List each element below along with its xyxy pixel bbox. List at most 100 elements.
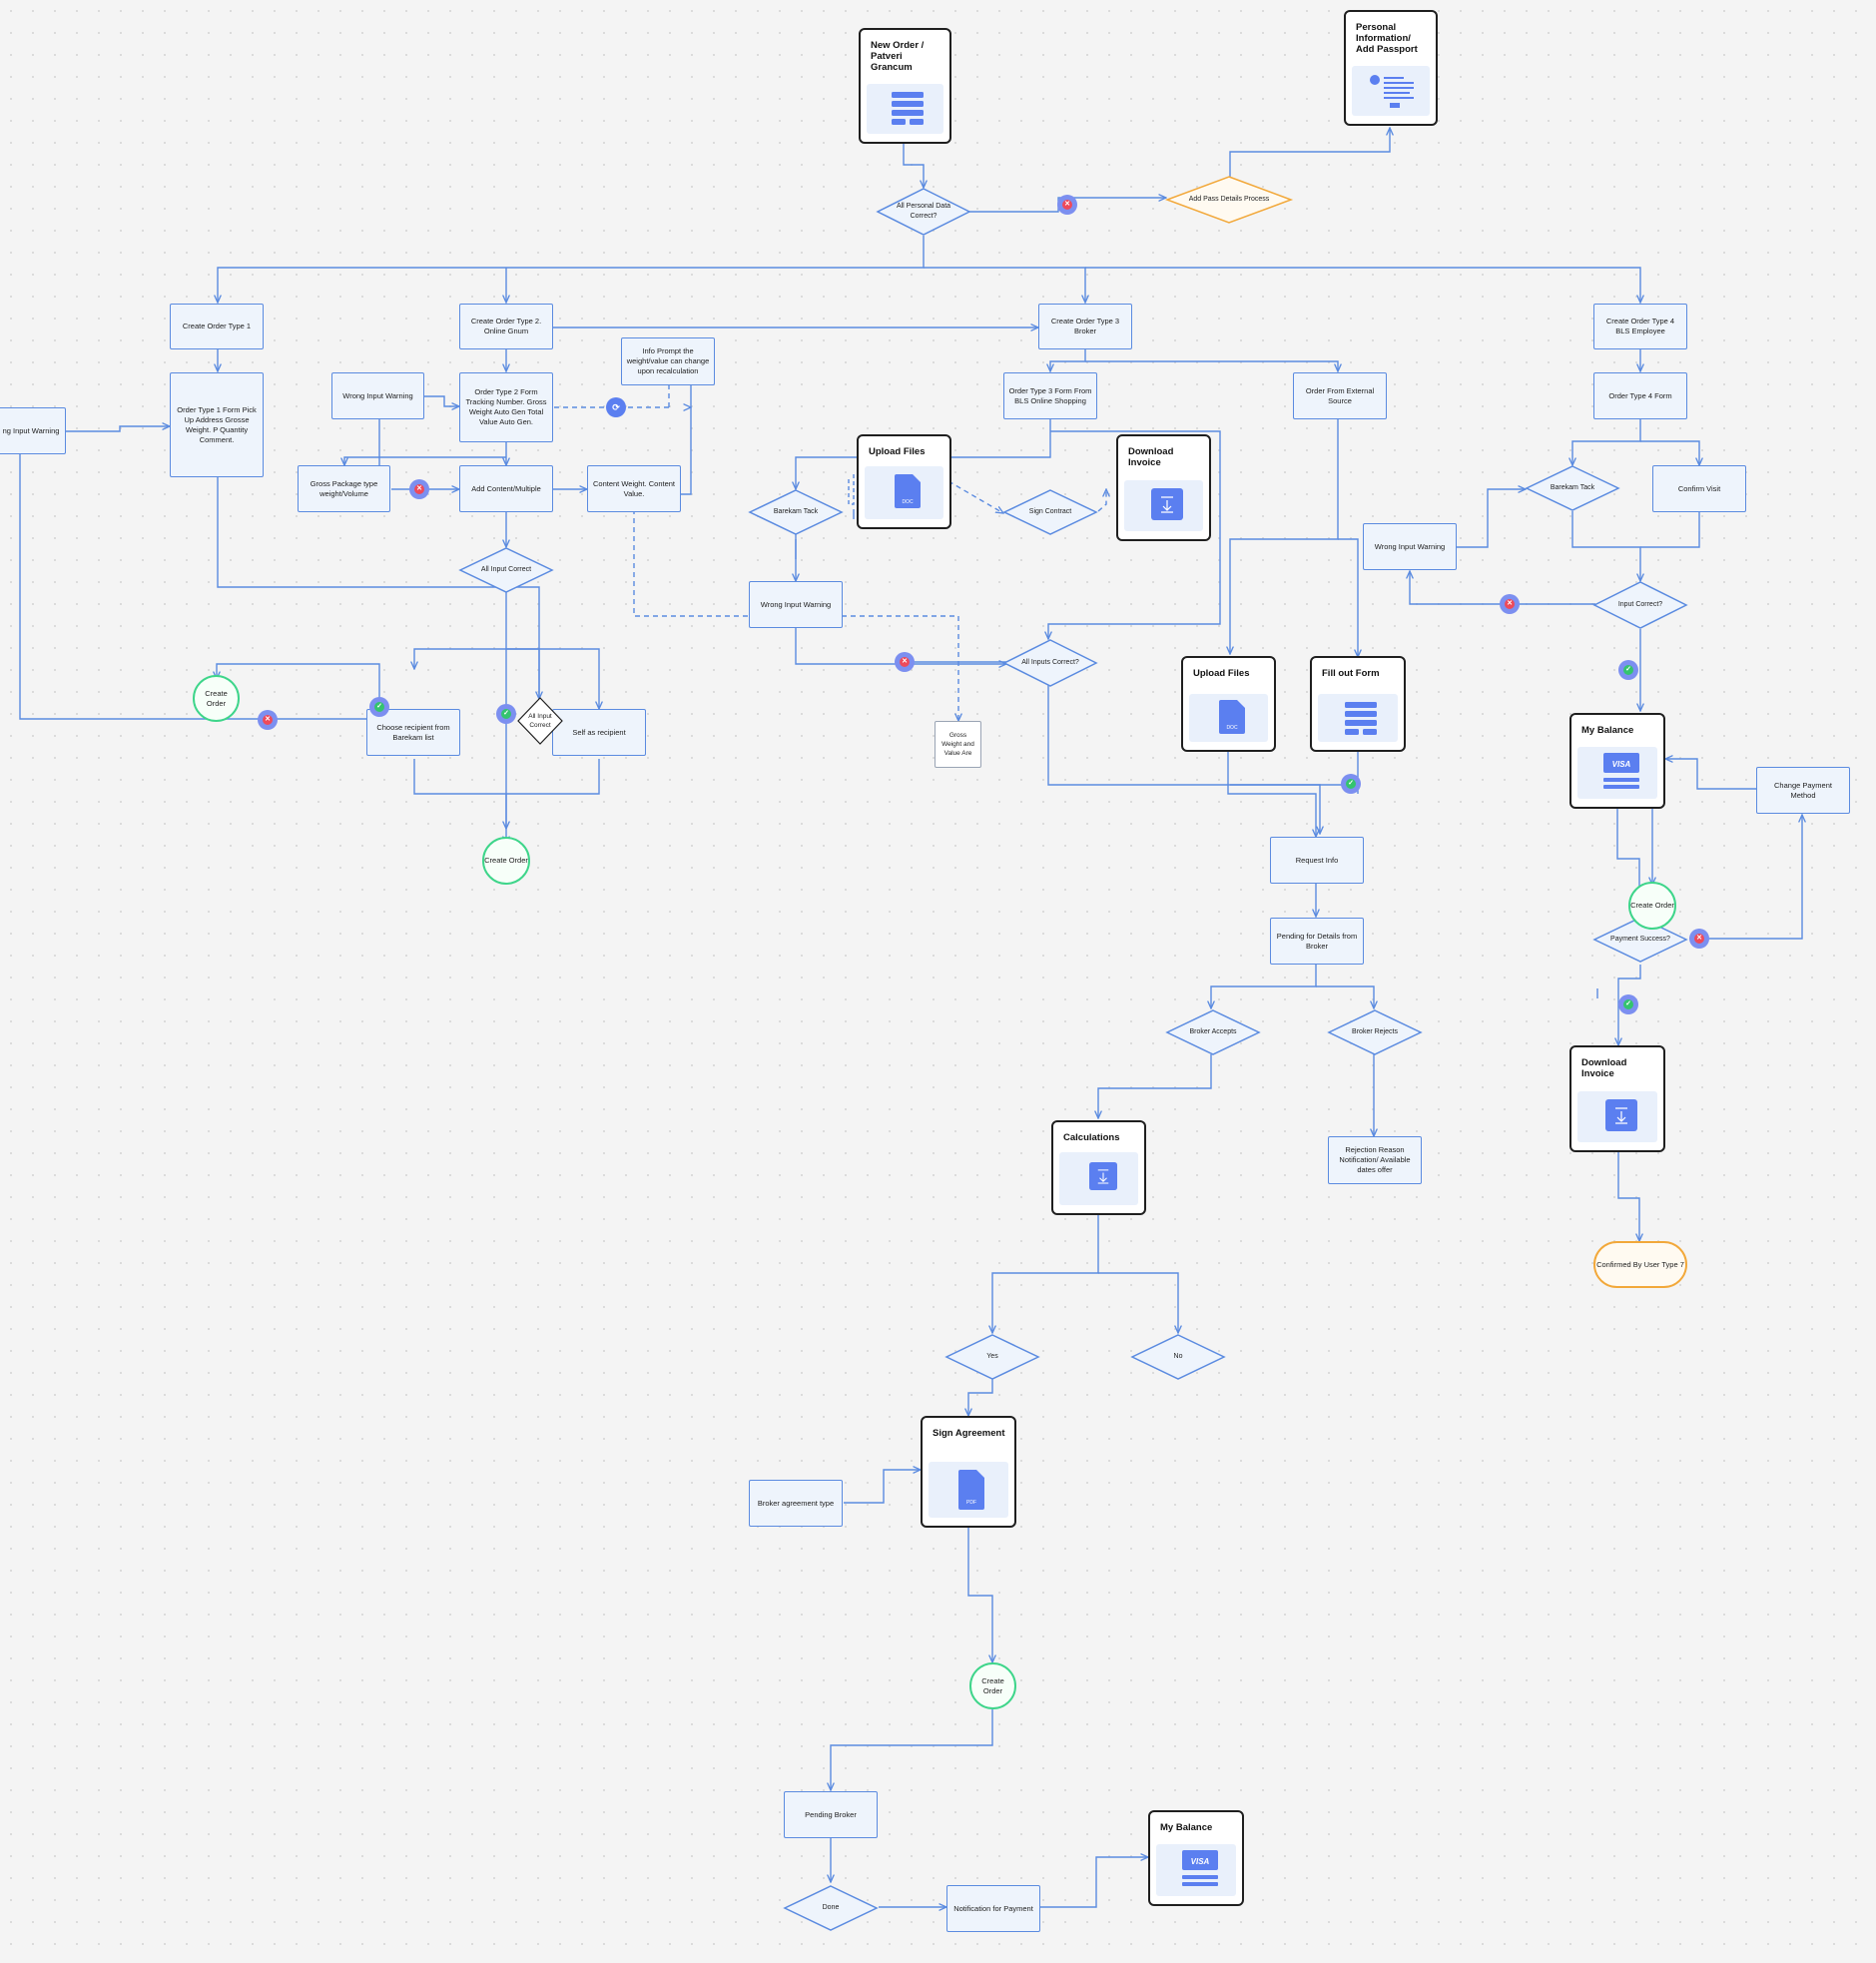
decision-label: All Input Correct — [480, 566, 532, 573]
card-preview — [1577, 1091, 1657, 1142]
card-upload-files-1[interactable]: Upload Files DOC — [857, 434, 951, 529]
gross-weight-note: Gross Weight and Value Are — [935, 721, 981, 768]
confirmed-by-user-terminal[interactable]: Confirmed By User Type 7 — [1593, 1241, 1687, 1288]
info-prompt: Info Prompt the weight/value can change … — [621, 337, 715, 385]
create-order-type-2[interactable]: Create Order Type 2. Online Gnum — [459, 304, 553, 349]
pdf-file-icon: PDF — [958, 1470, 984, 1510]
create-order-type-3[interactable]: Create Order Type 3 Broker — [1038, 304, 1132, 349]
card-upload-files-2[interactable]: Upload Files DOC — [1181, 656, 1276, 752]
card-my-balance-1[interactable]: My Balance VISA — [1569, 713, 1665, 809]
gross-package-type[interactable]: Gross Package type weight/Volume — [298, 465, 390, 512]
card-fill-out-form[interactable]: Fill out Form — [1310, 656, 1406, 752]
check-icon: ✓ — [1618, 660, 1638, 680]
decision-all-input-correct[interactable]: All Input Correct — [458, 547, 554, 593]
create-order-type-4[interactable]: Create Order Type 4 BLS Employee — [1593, 304, 1687, 349]
diamond-shape — [1592, 917, 1688, 963]
decision-all-inputs-correct[interactable]: All Inputs Correct? — [1002, 639, 1098, 687]
card-download-invoice-2[interactable]: Download Invoice — [1569, 1045, 1665, 1152]
card-new-order[interactable]: New Order / Patveri Grancum — [859, 28, 951, 144]
card-title: New Order / Patveri Grancum — [871, 40, 925, 73]
card-personal-info[interactable]: Personal Information/ Add Passport — [1344, 10, 1438, 126]
change-payment-method[interactable]: Change Payment Method — [1756, 767, 1850, 814]
order-type-2-form[interactable]: Order Type 2 Form Tracking Number. Gross… — [459, 372, 553, 442]
create-order-terminal-c[interactable]: Create Order — [1628, 882, 1676, 930]
decision-payment-success[interactable]: Payment Success? — [1592, 917, 1688, 963]
card-title: My Balance — [1160, 1822, 1213, 1833]
broker-agreement-type[interactable]: Broker agreement type — [749, 1480, 843, 1527]
decision-yes[interactable]: Yes — [944, 1334, 1040, 1380]
decision-label: Broker Accepts — [1189, 1028, 1237, 1035]
decision-no[interactable]: No — [1130, 1334, 1226, 1380]
decision-broker-rejects[interactable]: Broker Rejects — [1327, 1009, 1423, 1055]
card-preview — [1059, 1152, 1138, 1205]
card-title: My Balance — [1581, 725, 1634, 736]
diamond-shape — [783, 1885, 879, 1931]
doc-file-icon: DOC — [895, 474, 921, 508]
card-preview: DOC — [1189, 694, 1268, 742]
diamond-shape — [1525, 465, 1620, 511]
wrong-input-warning-left: ng Input Warning — [0, 407, 66, 454]
reject-icon: ✕ — [1057, 195, 1077, 215]
card-download-invoice-1[interactable]: Download Invoice — [1116, 434, 1211, 541]
card-my-balance-2[interactable]: My Balance VISA — [1148, 1810, 1244, 1906]
order-type-1-form[interactable]: Order Type 1 Form Pick Up Address Grosse… — [170, 372, 264, 477]
decision-sign-contract[interactable]: Sign Contract — [1002, 489, 1098, 535]
wrong-input-warning-3: Wrong Input Warning — [749, 581, 843, 628]
decision-label: Payment Success? — [1610, 936, 1670, 943]
create-order-type-1[interactable]: Create Order Type 1 — [170, 304, 264, 349]
request-info[interactable]: Request Info — [1270, 837, 1364, 884]
decision-all-input-correct-small[interactable]: All Input Correct — [517, 697, 563, 745]
card-preview: VISA — [1577, 747, 1657, 799]
reject-icon: ✕ — [409, 479, 429, 499]
diamond-shape — [517, 697, 563, 745]
decision-barekam-tack-4[interactable]: Barekam Tack — [1525, 465, 1620, 511]
add-content-multiple[interactable]: Add Content/Multiple — [459, 465, 553, 512]
diamond-shape — [944, 1334, 1040, 1380]
card-calculations[interactable]: Calculations — [1051, 1120, 1146, 1215]
reject-icon: ✕ — [258, 710, 278, 730]
order-type-4-form[interactable]: Order Type 4 Form — [1593, 372, 1687, 419]
svg-text:VISA: VISA — [1191, 1857, 1210, 1866]
decision-done[interactable]: Done — [783, 1885, 879, 1931]
order-from-external-source[interactable]: Order From External Source — [1293, 372, 1387, 419]
wrong-input-warning-4: Wrong Input Warning — [1363, 523, 1457, 570]
card-sign-agreement[interactable]: Sign Agreement PDF — [921, 1416, 1016, 1528]
check-icon: ✓ — [496, 704, 516, 724]
self-as-recipient[interactable]: Self as recipient — [552, 709, 646, 756]
choose-recipient[interactable]: Choose recipient from Barekam list — [366, 709, 460, 756]
decision-label: Sign Contract — [1028, 508, 1072, 515]
diamond-shape — [458, 547, 554, 593]
svg-text:DOC: DOC — [902, 499, 914, 505]
card-preview — [1318, 694, 1398, 742]
create-order-terminal-b[interactable]: Create Order — [482, 837, 530, 885]
decision-label: Broker Rejects — [1352, 1028, 1398, 1035]
decision-barekam-tack-3[interactable]: Barekam Tack — [748, 489, 844, 535]
card-title: Personal Information/ Add Passport — [1356, 22, 1418, 55]
download-icon — [1151, 488, 1183, 520]
reject-icon: ✕ — [1689, 929, 1709, 949]
reject-icon: ✕ — [1500, 594, 1520, 614]
decision-label: Input Correct? — [1617, 601, 1663, 608]
diamond-shape — [1327, 1009, 1423, 1055]
svg-text:VISA: VISA — [1612, 760, 1631, 769]
form-icon — [1345, 702, 1377, 735]
decision-all-personal-data[interactable]: All Personal Data Correct? — [876, 188, 971, 236]
rejection-reason: Rejection Reason Notification/ Available… — [1328, 1136, 1422, 1184]
decision-broker-accepts[interactable]: Broker Accepts — [1165, 1009, 1261, 1055]
create-order-terminal-d[interactable]: Create Order — [969, 1662, 1016, 1709]
decision-add-pass-details[interactable]: Add Pass Details Process — [1164, 176, 1294, 224]
content-weight-value[interactable]: Content Weight. Content Value. — [587, 465, 681, 512]
diamond-shape — [1592, 581, 1688, 629]
card-title: Calculations — [1063, 1132, 1120, 1143]
notification-for-payment: Notification for Payment — [946, 1885, 1040, 1932]
card-preview — [1124, 480, 1203, 531]
confirm-visit[interactable]: Confirm Visit — [1652, 465, 1746, 512]
decision-input-correct[interactable]: Input Correct? — [1592, 581, 1688, 629]
profile-document-icon — [1370, 75, 1414, 108]
card-preview — [1352, 66, 1430, 116]
decision-label: Yes — [986, 1353, 998, 1360]
decision-label: All Personal Data Correct? — [896, 203, 951, 220]
order-type-3-form[interactable]: Order Type 3 Form From BLS Online Shoppi… — [1003, 372, 1097, 419]
create-order-terminal-a[interactable]: Create Order — [193, 675, 240, 722]
